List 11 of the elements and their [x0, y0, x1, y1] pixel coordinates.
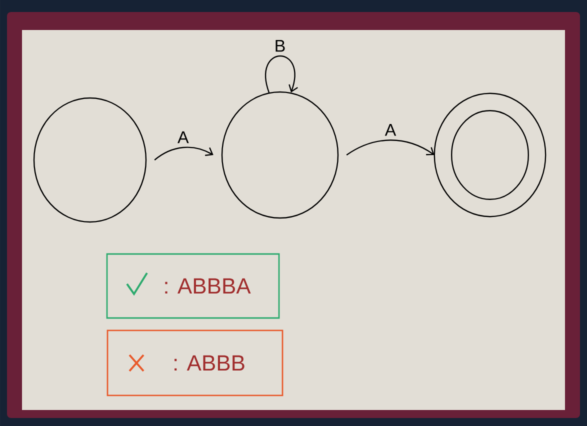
arrow	[154, 146, 214, 160]
answer-box: : ABBB	[106, 330, 284, 396]
answer-box: : ABBBA	[106, 253, 280, 319]
arrow	[346, 140, 434, 156]
state-circle	[33, 97, 147, 223]
state-circle	[221, 91, 339, 219]
edge-label: B	[276, 40, 285, 52]
accept-state-circle	[434, 92, 546, 218]
edge-label: A	[384, 124, 396, 136]
arrow	[265, 55, 298, 93]
edge-label: A	[178, 131, 189, 144]
